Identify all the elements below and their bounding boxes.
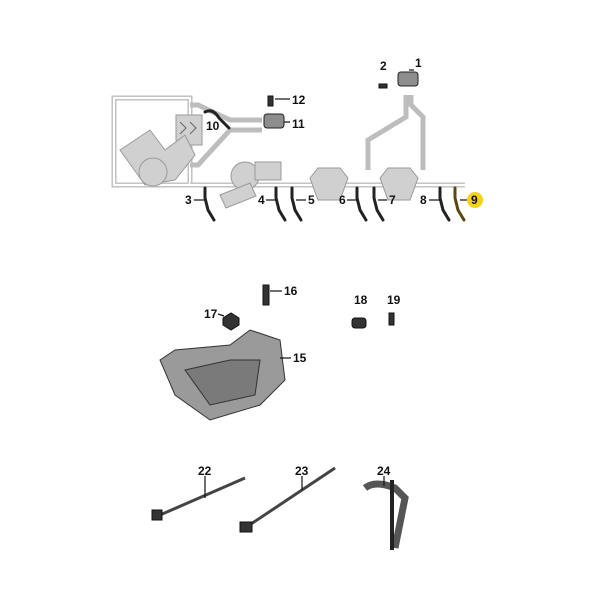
callout-17[interactable]: 17 <box>204 307 218 321</box>
bolt-16 <box>262 284 270 306</box>
callout-19[interactable]: 19 <box>387 293 401 307</box>
clip-18 <box>351 317 367 329</box>
callout-4[interactable]: 4 <box>258 193 265 207</box>
highlight-marker <box>467 192 483 208</box>
callout-16[interactable]: 16 <box>284 284 298 298</box>
callout-1[interactable]: 1 <box>415 56 422 70</box>
cable-ties <box>151 466 409 550</box>
pressure-sensor-1 <box>397 71 419 87</box>
turbocharger <box>219 161 282 209</box>
callout-23[interactable]: 23 <box>295 464 309 478</box>
callout-15[interactable]: 15 <box>293 351 307 365</box>
callout-10[interactable]: 10 <box>206 119 220 133</box>
callout-3[interactable]: 3 <box>185 193 192 207</box>
callout-24[interactable]: 24 <box>377 464 391 478</box>
callout-8[interactable]: 8 <box>420 193 427 207</box>
callout-6[interactable]: 6 <box>339 193 346 207</box>
engine-block <box>119 129 196 187</box>
bolt-12 <box>267 95 274 107</box>
catalytic-converter-1 <box>309 167 349 201</box>
pressure-sensor-11 <box>263 113 285 129</box>
callout-labels: 1 2 12 11 10 3 4 5 6 7 8 9 16 17 18 19 1… <box>185 56 483 498</box>
bolt-19 <box>388 312 395 326</box>
bracket-15 <box>159 284 395 421</box>
callout-9[interactable]: 9 <box>471 193 478 207</box>
callout-7[interactable]: 7 <box>389 193 396 207</box>
callout-12[interactable]: 12 <box>292 93 306 107</box>
callout-18[interactable]: 18 <box>354 293 368 307</box>
exhaust-system-schematic <box>111 95 465 209</box>
sensors <box>203 71 466 222</box>
callout-5[interactable]: 5 <box>308 193 315 207</box>
callout-22[interactable]: 22 <box>198 464 212 478</box>
callout-2[interactable]: 2 <box>380 59 387 73</box>
callout-11[interactable]: 11 <box>292 117 305 131</box>
bolt-2 <box>378 83 388 89</box>
nut-17 <box>222 312 240 331</box>
catalytic-converter-2 <box>379 167 419 201</box>
